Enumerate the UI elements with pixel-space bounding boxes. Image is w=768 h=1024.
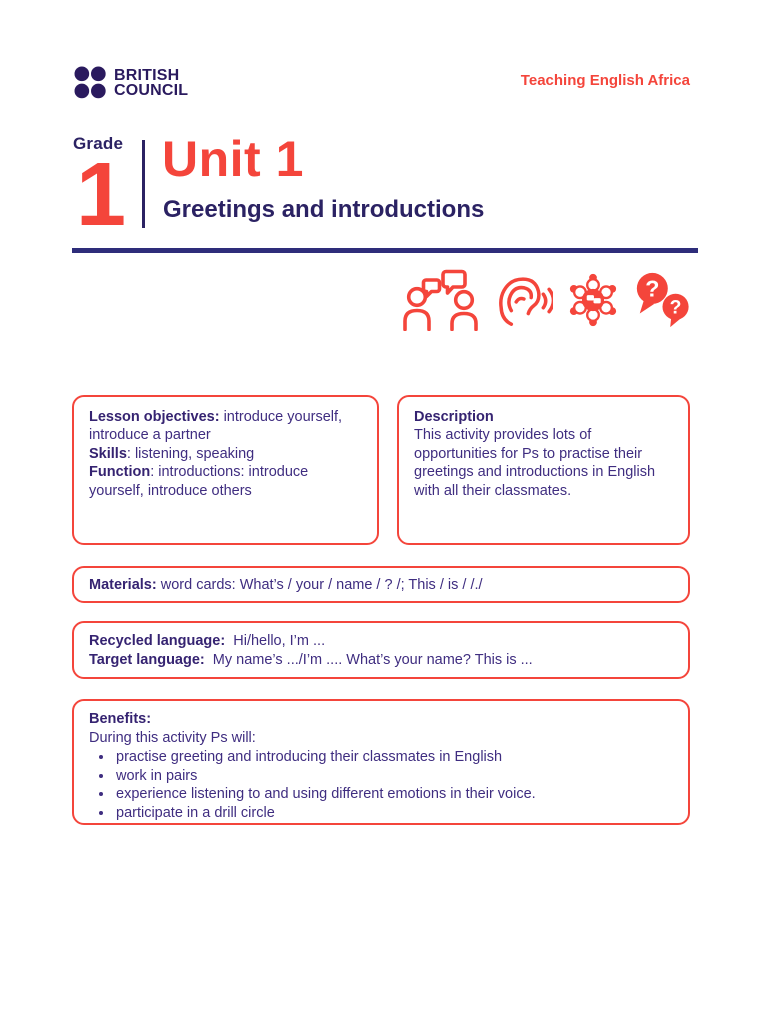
function-text: : introductions: introduce yourself, int… <box>89 464 309 499</box>
materials-line: Materials: word cards: What’s / your / n… <box>89 576 673 594</box>
british-council-logo: BRITISH COUNCIL <box>74 66 188 99</box>
grade-number: 1 <box>76 145 126 245</box>
description-body: This activity provides lots of opportuni… <box>414 427 656 499</box>
target-language-line: Target language: My name’s .../I’m .... … <box>89 651 673 670</box>
function-label: Function <box>89 464 151 481</box>
language-box: Recycled language: Hi/hello, I’m ... Tar… <box>72 621 690 679</box>
description-box: Description This activity provides lots … <box>397 395 690 545</box>
svg-text:?: ? <box>670 297 682 319</box>
grade-label: Grade <box>73 134 124 153</box>
benefits-item: experience listening to and using differ… <box>114 785 673 804</box>
title-divider-vertical <box>142 140 145 228</box>
target-language-text: My name’s .../I’m .... What’s your name?… <box>204 652 533 668</box>
svg-text:?: ? <box>645 276 659 302</box>
benefits-title: Benefits: <box>89 711 152 727</box>
logo-line2: COUNCIL <box>114 81 189 99</box>
skills-text: : listening, speaking <box>126 445 255 462</box>
lesson-objectives-box: Lesson objectives: introduce yourself, i… <box>72 395 379 545</box>
skills-icon-row: ? ? <box>401 266 692 334</box>
benefits-item: participate in a drill circle <box>114 804 673 823</box>
benefits-item: practise greeting and introducing their … <box>114 748 673 767</box>
benefits-list: practise greeting and introducing their … <box>89 748 673 822</box>
function-line: Function: introductions: introduce yours… <box>89 463 362 500</box>
objectives-label: Lesson objectives: <box>89 409 220 425</box>
grade-block: Grade 1 <box>73 134 126 245</box>
unit-title: Unit 1 <box>162 131 304 187</box>
recycled-language-line: Recycled language: Hi/hello, I’m ... <box>89 632 673 651</box>
objectives-text: introduce yourself, introduce a partner <box>89 409 343 444</box>
objectives-line: Lesson objectives: introduce yourself, i… <box>89 408 362 445</box>
two-people-talking-icon <box>403 269 478 331</box>
skills-label: Skills <box>89 445 127 462</box>
recycled-language-text: Hi/hello, I’m ... <box>225 633 326 649</box>
ear-listening-icon <box>499 277 554 326</box>
benefits-intro: During this activity Ps will: <box>89 729 256 746</box>
skills-line: Skills: listening, speaking <box>89 445 362 463</box>
question-speech-bubbles-icon: ? ? <box>636 272 689 328</box>
materials-label: Materials: <box>89 577 157 593</box>
logo-wordmark: BRITISH COUNCIL <box>114 66 189 99</box>
materials-box: Materials: word cards: What’s / your / n… <box>72 566 690 603</box>
unit-subtitle: Greetings and introductions <box>163 196 485 223</box>
drill-circle-group-icon <box>569 273 616 327</box>
benefits-box: Benefits: During this activity Ps will: … <box>72 699 690 825</box>
logo-dots-icon <box>74 66 106 99</box>
materials-text: word cards: What’s / your / name / ? /; … <box>156 577 483 593</box>
program-title: Teaching English Africa <box>520 72 690 89</box>
description-title: Description <box>414 409 494 425</box>
section-divider-rule <box>72 248 698 253</box>
recycled-language-label: Recycled language: <box>89 633 226 649</box>
benefits-item: work in pairs <box>114 767 673 786</box>
logo-line1: BRITISH <box>114 66 180 84</box>
target-language-label: Target language: <box>89 652 205 668</box>
